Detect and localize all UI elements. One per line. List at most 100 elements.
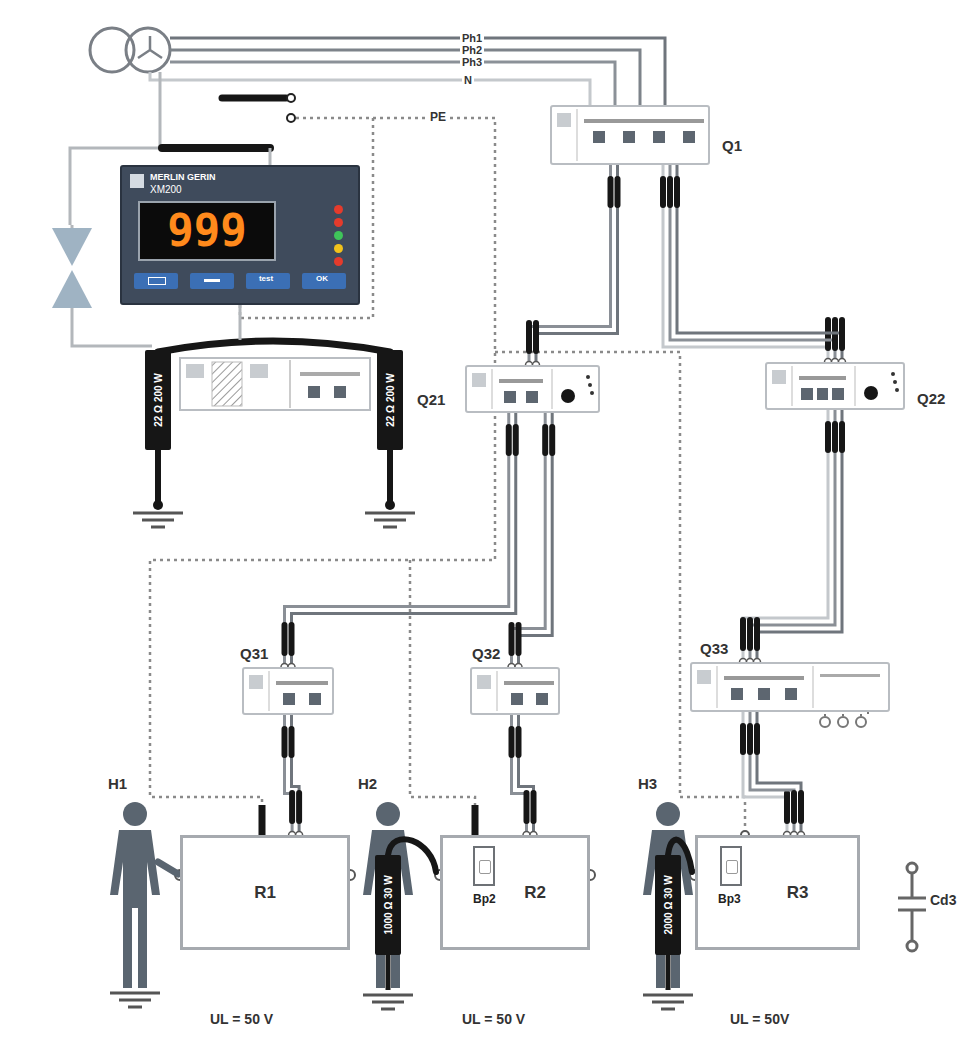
breaker-label: Q31	[240, 645, 268, 662]
breaker-pole	[623, 131, 635, 143]
annotation: H2	[358, 776, 377, 792]
annotation: Cd3	[930, 893, 956, 908]
wire	[519, 413, 553, 667]
cable-sheath	[825, 424, 831, 450]
conductor-label: Ph2	[460, 44, 484, 56]
cable-sheath	[533, 323, 539, 351]
cable-sheath	[740, 726, 746, 752]
conductor-label: Ph3	[460, 56, 484, 68]
cable-sheath	[747, 726, 753, 752]
breaker-label: Q1	[722, 137, 742, 154]
cable-sheath	[608, 179, 614, 205]
cable-sheath	[784, 793, 790, 821]
button-label: OK	[300, 274, 344, 283]
breaker-handle	[276, 681, 328, 685]
breaker-handle	[799, 376, 846, 380]
indicator-dot	[891, 372, 895, 376]
conductor-label: Ph1	[460, 32, 484, 44]
breaker-label: Q32	[472, 645, 500, 662]
resistor-value: 1000 Ω 30 W	[383, 875, 394, 934]
breaker-flag	[697, 670, 711, 684]
wire	[757, 712, 801, 835]
cable-sheath	[754, 620, 760, 648]
indicator-dot	[588, 383, 592, 387]
cable-connector	[526, 165, 618, 369]
breaker-pole	[832, 388, 844, 400]
cable-connector	[740, 410, 843, 666]
display-digits: 999	[167, 209, 246, 253]
persons	[110, 802, 693, 990]
breaker-pole	[731, 688, 743, 700]
breaker-divider	[496, 671, 498, 711]
breaker-flag	[249, 675, 263, 689]
wire	[677, 165, 842, 362]
wire	[757, 410, 842, 662]
cable-sheath	[289, 793, 295, 821]
push-button-label: Bp2	[473, 892, 496, 906]
breaker-divider	[491, 369, 493, 409]
wire	[512, 413, 546, 667]
breaker-pole	[801, 388, 813, 400]
cable-connector	[512, 715, 538, 839]
breaker-pole	[758, 688, 770, 700]
insulation-monitor: MERLIN GERINXM200999	[120, 165, 360, 305]
cable-sheath	[282, 625, 288, 653]
breaker-handle	[724, 676, 804, 680]
push-button: Bp3	[720, 846, 742, 886]
wire	[536, 165, 618, 365]
supply-lines	[150, 38, 665, 105]
annotation: H3	[638, 776, 657, 792]
wire	[292, 413, 516, 667]
cable-sheath	[660, 179, 666, 205]
breaker-divider	[268, 671, 270, 711]
cable-sheath	[791, 793, 797, 821]
cable-sheath	[282, 729, 288, 755]
test-button	[561, 389, 575, 403]
cable-sheath	[839, 424, 845, 450]
annotation: H1	[108, 776, 127, 792]
indicator-dot	[893, 380, 897, 384]
wire	[750, 410, 835, 662]
wire	[285, 413, 509, 667]
breaker-flag	[772, 370, 786, 384]
test-button	[864, 386, 878, 400]
cable-sheath	[524, 793, 530, 821]
monitor-module	[180, 358, 370, 410]
wire	[519, 715, 534, 835]
conductor-label: N	[462, 74, 474, 86]
cable-sheath	[667, 179, 673, 205]
circuit-breaker: Q31	[242, 667, 334, 715]
cable-sheath	[289, 625, 295, 653]
cable-connector	[285, 715, 303, 839]
resistor-symbol: 2000 Ω 30 W	[655, 855, 681, 955]
breaker-pole	[683, 131, 695, 143]
resistor-value: 22 Ω 200 W	[385, 373, 396, 427]
breaker-pole	[817, 388, 829, 400]
breaker-pole	[536, 693, 548, 705]
cable-sheath	[516, 625, 522, 653]
cable-sheath	[549, 427, 555, 453]
breaker-divider	[791, 366, 793, 406]
receiver-label: R1	[254, 883, 276, 903]
status-led	[334, 218, 343, 227]
breaker-label: Q33	[700, 640, 728, 657]
conductor-label: PE	[428, 111, 448, 124]
circuit-breaker: Q33	[690, 662, 890, 712]
status-led	[334, 257, 343, 266]
resistor-symbol: 1000 Ω 30 W	[375, 855, 401, 955]
brand-logo	[130, 174, 144, 188]
brand-text: MERLIN GERIN	[150, 172, 216, 182]
breaker-label: Q22	[917, 390, 945, 407]
circuit-breaker: Q22	[765, 362, 905, 410]
indicator-dot	[586, 375, 590, 379]
module-divider	[812, 666, 814, 708]
breaker-flag	[472, 373, 486, 387]
cable-connector	[281, 413, 516, 671]
resistor-bridge	[153, 305, 395, 510]
push-button-label: Bp3	[718, 892, 741, 906]
breaker-pole	[785, 688, 797, 700]
panel-button	[134, 273, 178, 289]
cable-sheath	[754, 726, 760, 752]
cable-sheath	[526, 323, 532, 351]
